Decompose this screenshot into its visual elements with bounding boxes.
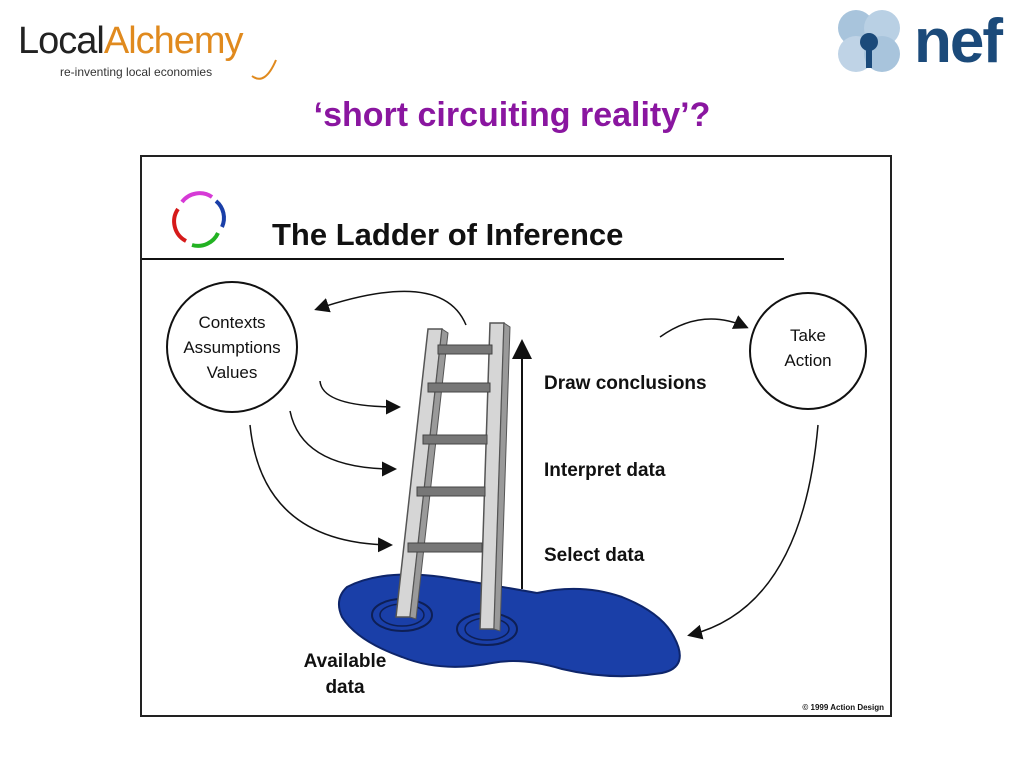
take-action-circle-text: Take Action <box>750 323 866 373</box>
nef-trefoil-icon <box>838 10 900 72</box>
cycle-icon <box>172 191 226 248</box>
circle-line-values: Values <box>206 363 258 382</box>
label-select-data: Select data <box>544 545 645 566</box>
circle-line-action: Action <box>784 351 832 370</box>
ladder-graphic <box>395 322 511 632</box>
localalchemy-logo: LocalAlchemy re-inventing local economie… <box>18 18 278 88</box>
label-draw-conclusions: Draw conclusions <box>544 373 707 394</box>
logo-alchemy-text: Alchemy <box>103 20 244 62</box>
reflexive-loop-arrow <box>314 290 467 326</box>
assumptions-arrow-1 <box>319 380 401 415</box>
assumptions-arrow-3 <box>249 424 393 553</box>
logo-tagline: re-inventing local economies <box>60 65 213 79</box>
assumptions-arrow-2 <box>289 410 397 477</box>
logo-swoosh-icon <box>251 59 277 80</box>
copyright-notice: © 1999 Action Design <box>802 703 884 712</box>
take-action-circle <box>749 292 867 410</box>
assumptions-circle-text: Contexts Assumptions Values <box>167 310 297 385</box>
nef-wordmark: nef <box>914 7 1003 76</box>
circle-line-contexts: Contexts <box>198 313 266 332</box>
diagram-title: The Ladder of Inference <box>272 217 624 252</box>
circle-line-assumptions: Assumptions <box>183 338 281 357</box>
slide-title: ‘short circuiting reality’? <box>313 96 711 134</box>
available-data-line-2: data <box>325 677 365 698</box>
label-interpret-data: Interpret data <box>544 460 666 481</box>
circle-line-take: Take <box>790 326 826 345</box>
logo-local-text: Local <box>18 20 105 62</box>
available-data-label: Available data <box>290 649 400 701</box>
nef-logo: nef <box>826 6 1016 86</box>
assumptions-circle <box>166 281 298 413</box>
action-to-data-arrow <box>687 424 819 640</box>
ladder-of-inference-diagram: The Ladder of Inference Contexts Assumpt… <box>140 155 892 717</box>
to-action-arrow <box>659 315 749 338</box>
available-data-line-1: Available <box>303 651 387 672</box>
diagram-graphics <box>142 191 867 678</box>
